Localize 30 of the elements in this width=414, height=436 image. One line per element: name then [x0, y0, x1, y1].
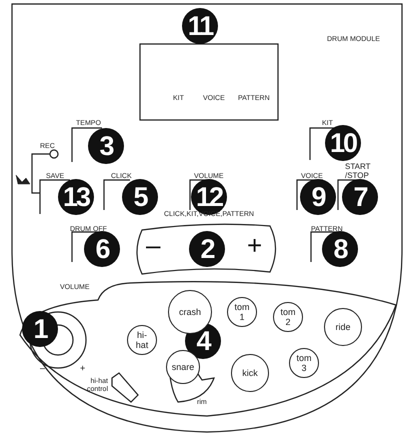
knob-sign: +	[80, 364, 86, 373]
pad-label: crash	[178, 306, 201, 318]
pad-label: hi-hat	[134, 330, 150, 350]
drum-pad	[324, 308, 362, 346]
callout-number: 5	[122, 179, 158, 215]
pad-label: tom 3	[295, 352, 312, 374]
callout-number: 7	[342, 179, 378, 215]
pad-label: tom 1	[233, 302, 250, 322]
callout-number: 1	[22, 311, 58, 347]
drum-pad	[227, 297, 257, 327]
pad-label: tom 2	[279, 306, 296, 328]
drum-pad	[127, 325, 157, 355]
callout-number: 2	[189, 231, 225, 267]
callout-number: 9	[300, 179, 336, 215]
callout-number: 13	[58, 179, 94, 215]
drum-pad	[289, 348, 319, 378]
callout-number: 6	[84, 231, 120, 267]
callout-number: 8	[322, 231, 358, 267]
rocker-sign: –	[146, 232, 160, 258]
callout-number: 11	[182, 8, 218, 44]
callout-number: 3	[88, 128, 124, 164]
pad-label: ride	[335, 322, 350, 332]
rocker-sign: +	[247, 232, 262, 258]
drum-pad	[231, 354, 269, 392]
knob-sign: –	[40, 364, 46, 373]
pad-label: snare	[172, 362, 194, 372]
drum-pad	[166, 350, 200, 384]
pad-label: kick	[242, 368, 258, 378]
callout-number: 10	[325, 125, 361, 161]
drum-pad	[273, 302, 303, 332]
